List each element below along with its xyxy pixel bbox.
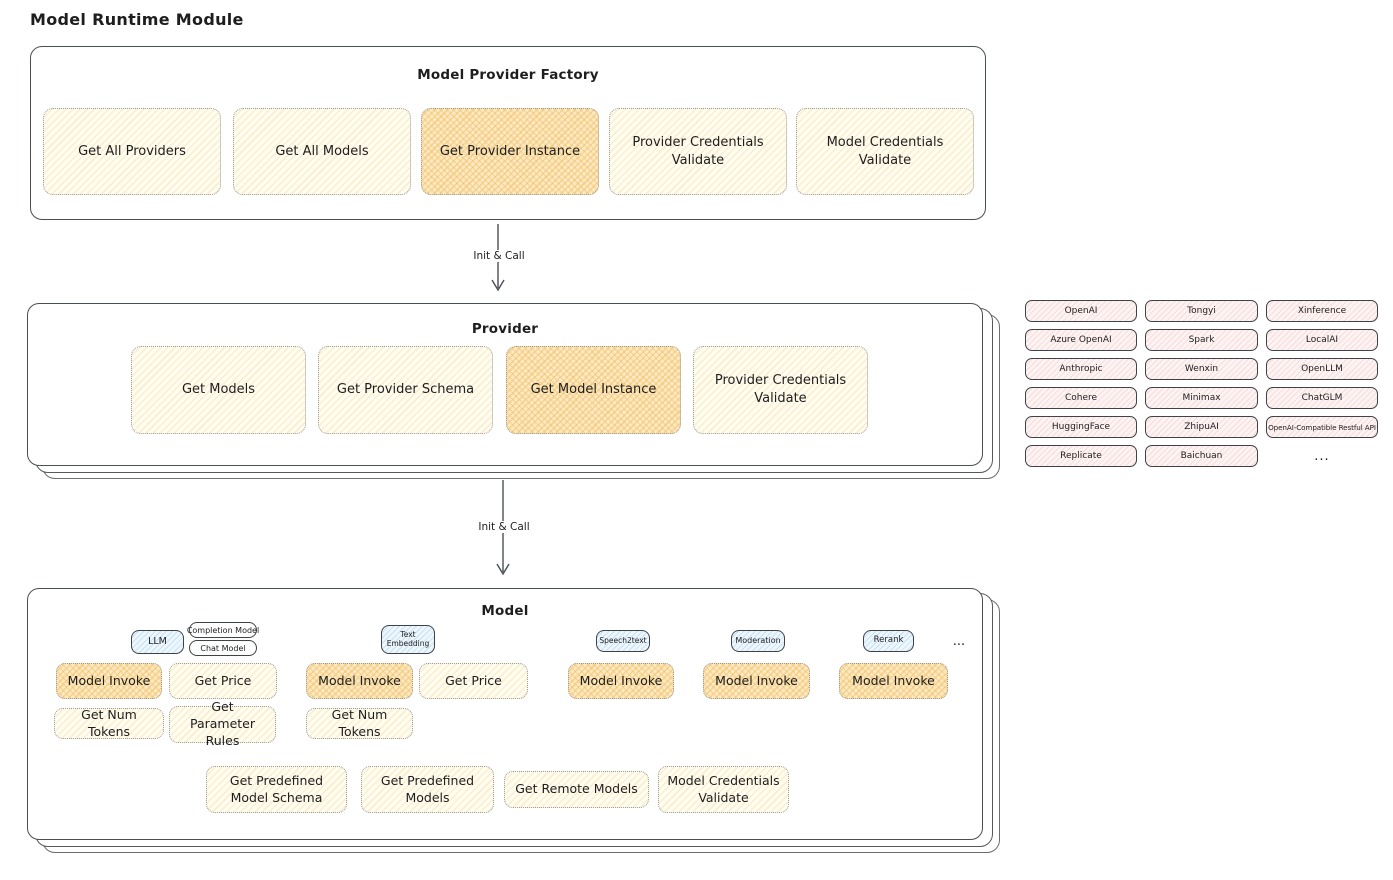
provider-credentials-validate-node-2[interactable]: Provider Credentials Validate	[693, 346, 868, 434]
provider-chip-spark[interactable]: Spark	[1145, 329, 1258, 351]
model-title: Model	[481, 603, 529, 619]
factory-panel: Model Provider Factory Get All Providers…	[30, 46, 986, 220]
model-panel: Model LLM Completion Model Chat Model Te…	[27, 588, 1000, 853]
rerank-model-invoke-node[interactable]: Model Invoke	[839, 663, 948, 699]
factory-title: Model Provider Factory	[417, 67, 599, 83]
factory-panel-body: Model Provider Factory Get All Providers…	[30, 46, 986, 220]
model-panel-body: Model LLM Completion Model Chat Model Te…	[27, 588, 983, 840]
provider-chip-cohere[interactable]: Cohere	[1025, 387, 1137, 409]
model-type-tag-llm[interactable]: LLM	[131, 630, 184, 654]
llm-get-parameter-rules-node[interactable]: Get Parameter Rules	[169, 699, 276, 748]
provider-chip-xinference[interactable]: Xinference	[1266, 300, 1378, 322]
get-model-instance-node[interactable]: Get Model Instance	[506, 346, 681, 434]
speech2text-model-invoke-node[interactable]: Model Invoke	[568, 663, 674, 699]
provider-chip-localai[interactable]: LocalAI	[1266, 329, 1378, 351]
provider-chip-huggingface[interactable]: HuggingFace	[1025, 416, 1137, 438]
provider-chip-anthropic[interactable]: Anthropic	[1025, 358, 1137, 380]
provider-chip-baichuan[interactable]: Baichuan	[1145, 445, 1258, 467]
provider-chip-azure-openai[interactable]: Azure OpenAI	[1025, 329, 1137, 351]
moderation-model-invoke-node[interactable]: Model Invoke	[703, 663, 810, 699]
provider-chip-openai-compatible[interactable]: OpenAI-Compatible Restful API	[1266, 416, 1378, 438]
get-models-node[interactable]: Get Models	[131, 346, 306, 434]
llm-get-num-tokens-node[interactable]: Get Num Tokens	[54, 707, 164, 739]
model-credentials-validate-node[interactable]: Model Credentials Validate	[796, 108, 974, 195]
provider-panel: Provider Get Models Get Provider Schema …	[27, 303, 1000, 479]
provider-chip-openai[interactable]: OpenAI	[1025, 300, 1137, 322]
model-type-tag-completion-model[interactable]: Completion Model	[187, 622, 259, 638]
provider-chip-wenxin[interactable]: Wenxin	[1145, 358, 1258, 380]
model-type-tag-rerank[interactable]: Rerank	[863, 630, 914, 652]
provider-credentials-validate-node[interactable]: Provider Credentials Validate	[609, 108, 787, 195]
get-provider-instance-node[interactable]: Get Provider Instance	[421, 108, 599, 195]
provider-chip-replicate[interactable]: Replicate	[1025, 445, 1137, 467]
get-all-providers-node[interactable]: Get All Providers	[43, 108, 221, 195]
model-credentials-validate-node-2[interactable]: Model Credentials Validate	[658, 766, 789, 813]
embedding-model-invoke-node[interactable]: Model Invoke	[306, 663, 413, 699]
get-predefined-model-schema-node[interactable]: Get Predefined Model Schema	[206, 766, 347, 813]
model-type-tag-chat-model[interactable]: Chat Model	[189, 640, 257, 656]
model-type-tag-text-embedding[interactable]: Text Embedding	[381, 625, 435, 654]
model-type-tag-speech2text[interactable]: Speech2text	[596, 630, 650, 652]
provider-chip-minimax[interactable]: Minimax	[1145, 387, 1258, 409]
provider-chip-openllm[interactable]: OpenLLM	[1266, 358, 1378, 380]
get-predefined-models-node[interactable]: Get Predefined Models	[361, 766, 494, 813]
init-call-label: Init & Call	[469, 250, 529, 262]
page-title: Model Runtime Module	[30, 10, 244, 29]
provider-panel-body: Provider Get Models Get Provider Schema …	[27, 303, 983, 466]
model-types-ellipsis: ...	[952, 633, 966, 649]
get-provider-schema-node[interactable]: Get Provider Schema	[318, 346, 493, 434]
embedding-get-price-node[interactable]: Get Price	[419, 663, 528, 699]
init-call-label: Init & Call	[474, 521, 534, 533]
get-remote-models-node[interactable]: Get Remote Models	[504, 771, 649, 808]
llm-get-price-node[interactable]: Get Price	[169, 663, 277, 699]
provider-chip-tongyi[interactable]: Tongyi	[1145, 300, 1258, 322]
provider-chip-zhipuai[interactable]: ZhipuAI	[1145, 416, 1258, 438]
get-all-models-node[interactable]: Get All Models	[233, 108, 411, 195]
embedding-get-num-tokens-node[interactable]: Get Num Tokens	[306, 707, 413, 739]
provider-title: Provider	[471, 321, 539, 337]
provider-list-ellipsis: ...	[1314, 448, 1330, 464]
llm-model-invoke-node[interactable]: Model Invoke	[56, 663, 162, 699]
provider-list-grid: OpenAI Tongyi Xinference Azure OpenAI Sp…	[1025, 300, 1378, 467]
model-type-tag-moderation[interactable]: Moderation	[731, 630, 785, 652]
provider-chip-chatglm[interactable]: ChatGLM	[1266, 387, 1378, 409]
